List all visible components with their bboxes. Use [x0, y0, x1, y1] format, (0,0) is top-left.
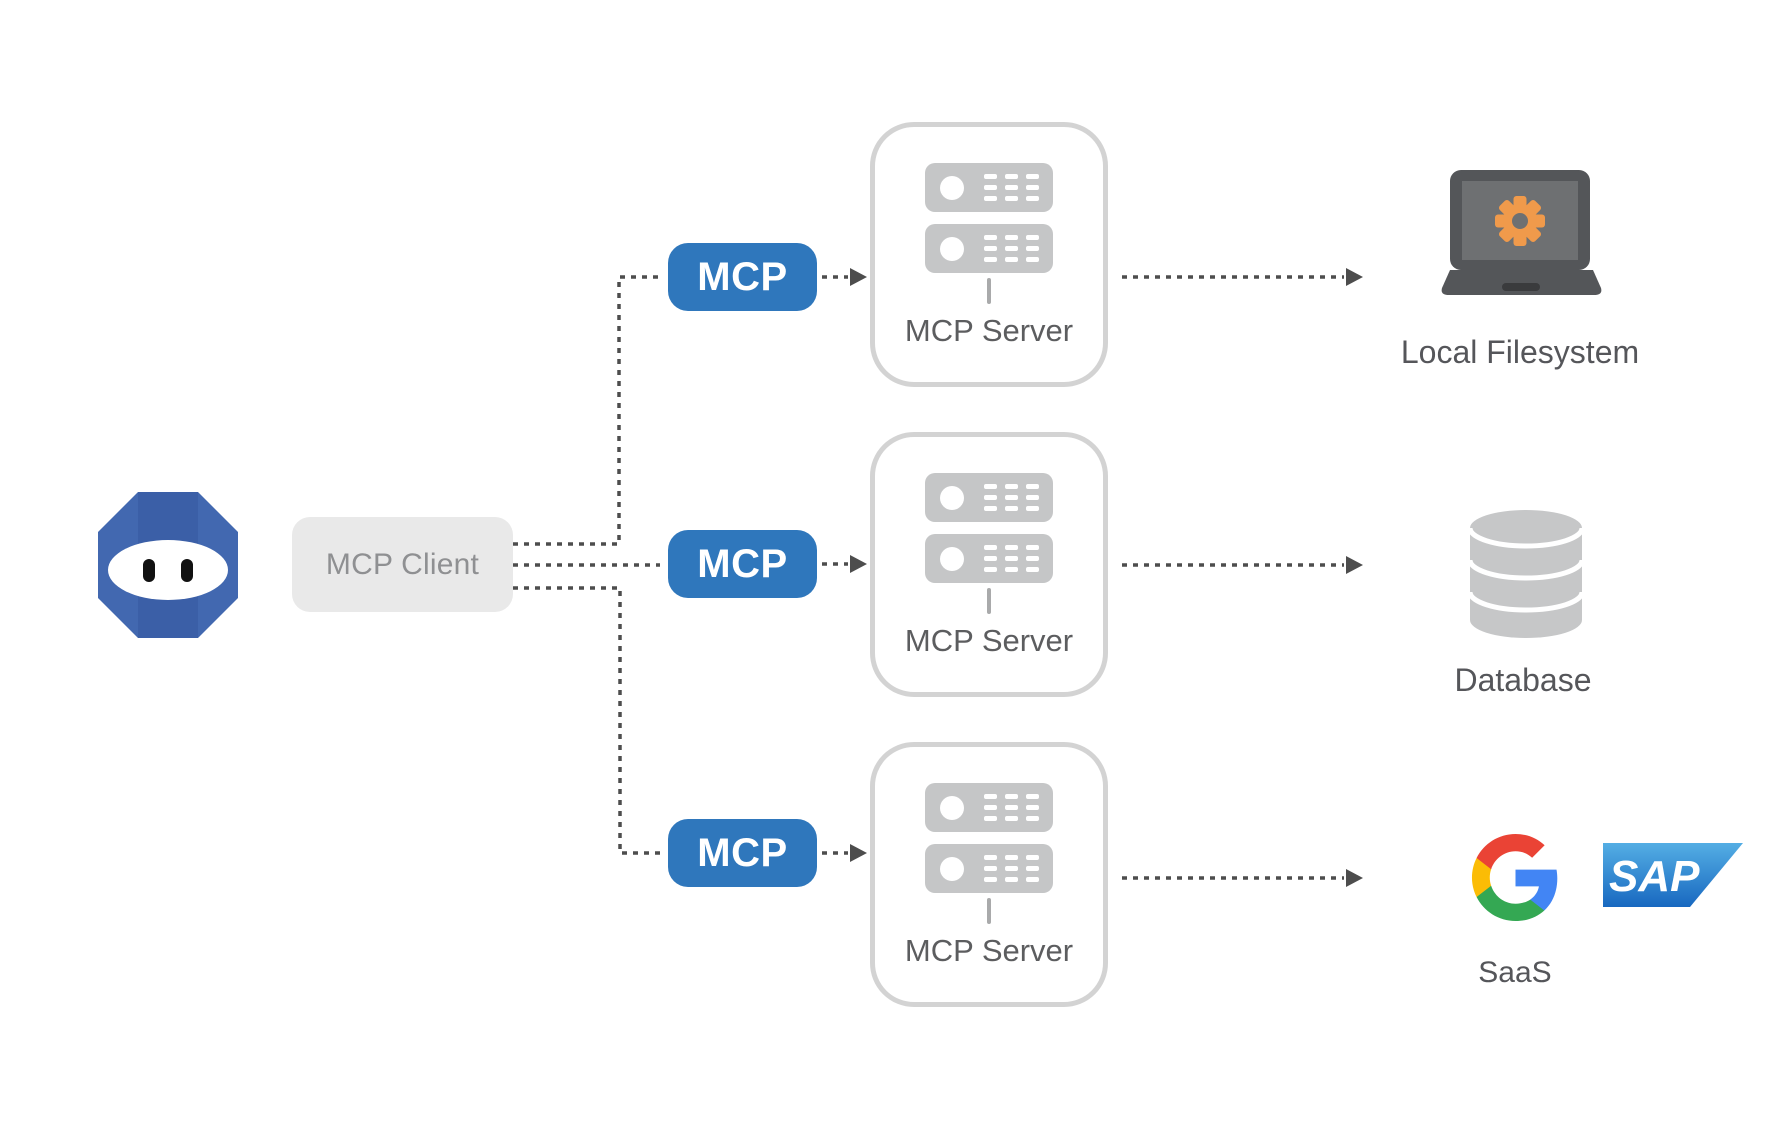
database-icon	[1468, 510, 1584, 638]
server-vents-icon	[984, 484, 1039, 511]
server-rack-unit-icon	[925, 163, 1053, 212]
server-led-icon	[940, 236, 964, 261]
sap-logo-icon: SAP	[1603, 843, 1743, 907]
mcp-protocol-badge-1: MCP	[668, 243, 817, 311]
server-cable-icon	[987, 588, 991, 614]
client-to-top-server-connector	[513, 275, 660, 546]
mcp-server-box-2: MCP Server	[870, 432, 1108, 697]
laptop-gear-icon	[1441, 170, 1602, 295]
mcp-server-box-3: MCP Server	[870, 742, 1108, 1007]
server-vents-icon	[984, 545, 1039, 572]
local-filesystem-label: Local Filesystem	[1400, 334, 1640, 370]
server-led-icon	[940, 546, 964, 571]
server-rack-unit-icon	[925, 224, 1053, 273]
mcp-protocol-label: MCP	[697, 541, 788, 586]
server-rack-unit-icon	[925, 534, 1053, 583]
server-rack-unit-icon	[925, 473, 1053, 522]
server-led-icon	[940, 795, 964, 820]
server-vents-icon	[984, 855, 1039, 882]
arrowhead-icon	[850, 555, 867, 573]
arrowhead-icon	[1346, 869, 1363, 887]
server-rack-unit-icon	[925, 844, 1053, 893]
mcp-protocol-badge-3: MCP	[668, 819, 817, 887]
server-vents-icon	[984, 174, 1039, 201]
server-led-icon	[940, 856, 964, 881]
arrowhead-icon	[1346, 556, 1363, 574]
robot-icon	[98, 492, 238, 638]
mcp-server-label: MCP Server	[904, 313, 1074, 348]
mcp-server-label: MCP Server	[904, 623, 1074, 658]
server-cable-icon	[987, 898, 991, 924]
saas-label: SaaS	[1478, 956, 1552, 989]
server-rack-unit-icon	[925, 783, 1053, 832]
server-led-icon	[940, 175, 964, 200]
server-vents-icon	[984, 794, 1039, 821]
gear-icon	[1495, 196, 1545, 246]
google-logo-icon	[1471, 833, 1558, 922]
arrowhead-icon	[850, 268, 867, 286]
client-to-bottom-server-connector	[513, 586, 660, 855]
sap-logo-text: SAP	[1609, 852, 1700, 901]
arrowhead-icon	[1346, 268, 1363, 286]
mcp-protocol-badge-2: MCP	[668, 530, 817, 598]
mcp-protocol-label: MCP	[697, 830, 788, 875]
mcp-server-label: MCP Server	[904, 933, 1074, 968]
server-cable-icon	[987, 278, 991, 304]
mcp-protocol-label: MCP	[697, 254, 788, 299]
database-label: Database	[1454, 662, 1592, 698]
arrowhead-icon	[850, 844, 867, 862]
mcp-client-label: MCP Client	[325, 547, 480, 581]
mcp-server-box-1: MCP Server	[870, 122, 1108, 387]
server-led-icon	[940, 485, 964, 510]
mcp-client-box: MCP Client	[292, 517, 513, 612]
server-vents-icon	[984, 235, 1039, 262]
